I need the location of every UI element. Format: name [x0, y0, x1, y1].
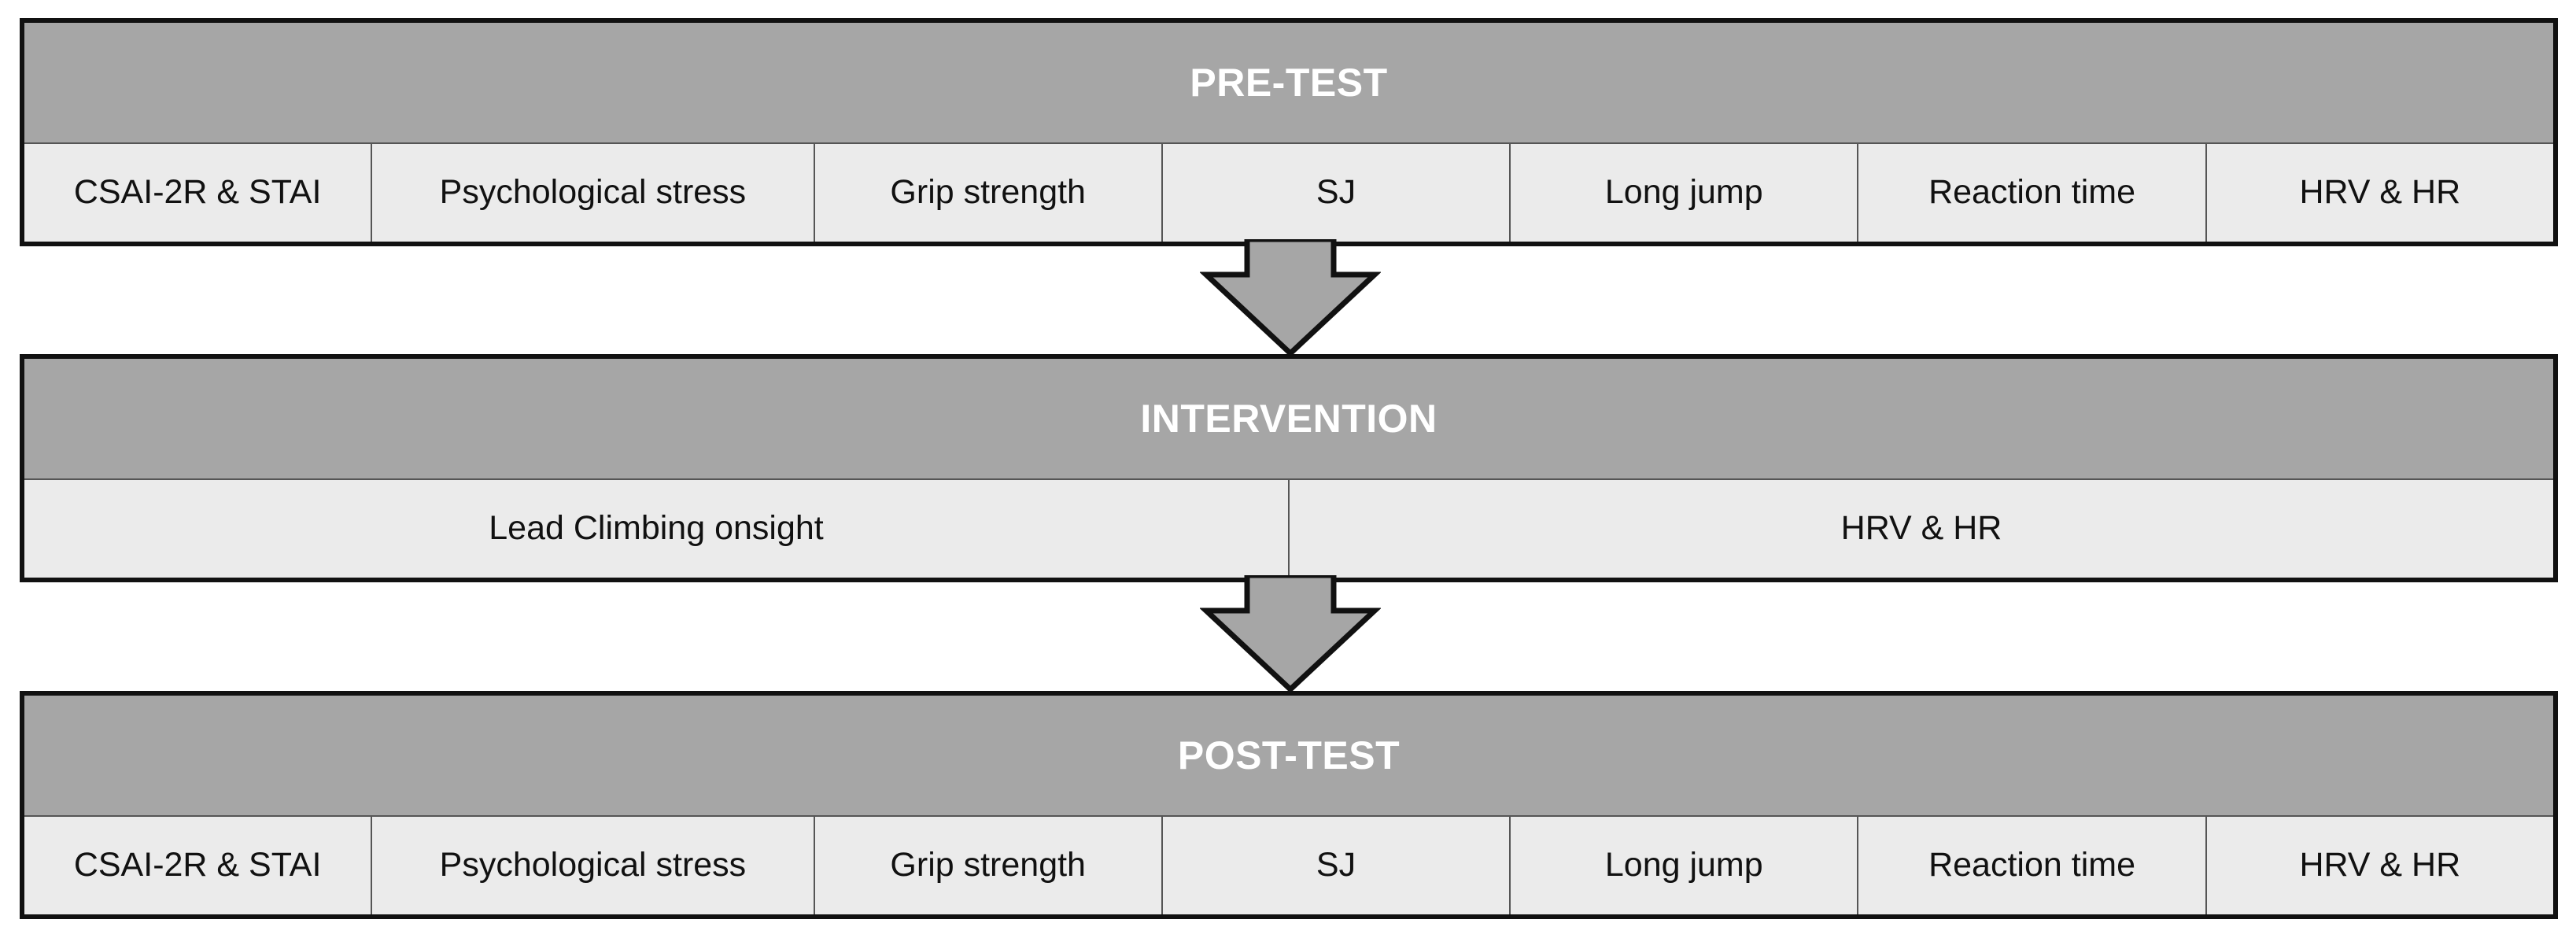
pre-test-measure-csai-stai: CSAI-2R & STAI [24, 144, 373, 242]
down-arrow-icon [1200, 239, 1381, 357]
pre-test-measures: CSAI-2R & STAI Psychological stress Grip… [24, 142, 2553, 242]
pre-test-measure-long-jump: Long jump [1511, 144, 1859, 242]
pre-test-measure-hrv-hr: HRV & HR [2206, 144, 2553, 242]
intervention-title: INTERVENTION [24, 359, 2553, 478]
pre-test-measure-grip-strength: Grip strength [814, 144, 1163, 242]
pre-test-measure-psychological-stress: Psychological stress [372, 144, 815, 242]
intervention-stage: INTERVENTION Lead Climbing onsight HRV &… [20, 354, 2558, 582]
pre-test-measure-reaction-time: Reaction time [1858, 144, 2207, 242]
post-test-measure-long-jump: Long jump [1511, 817, 1859, 914]
post-test-measures: CSAI-2R & STAI Psychological stress Grip… [24, 815, 2553, 914]
intervention-activity-lead-climbing: Lead Climbing onsight [24, 480, 1290, 578]
post-test-measure-sj: SJ [1162, 817, 1511, 914]
pre-test-title: PRE-TEST [24, 23, 2553, 142]
post-test-measure-grip-strength: Grip strength [814, 817, 1163, 914]
post-test-measure-csai-stai: CSAI-2R & STAI [24, 817, 373, 914]
intervention-activities: Lead Climbing onsight HRV & HR [24, 478, 2553, 578]
post-test-stage: POST-TEST CSAI-2R & STAI Psychological s… [20, 691, 2558, 919]
post-test-measure-psychological-stress: Psychological stress [372, 817, 815, 914]
down-arrow-icon [1200, 575, 1381, 693]
post-test-title: POST-TEST [24, 696, 2553, 815]
pre-test-measure-sj: SJ [1162, 144, 1511, 242]
intervention-activity-hrv-hr: HRV & HR [1290, 480, 2553, 578]
post-test-measure-reaction-time: Reaction time [1858, 817, 2207, 914]
post-test-measure-hrv-hr: HRV & HR [2206, 817, 2553, 914]
pre-test-stage: PRE-TEST CSAI-2R & STAI Psychological st… [20, 18, 2558, 246]
